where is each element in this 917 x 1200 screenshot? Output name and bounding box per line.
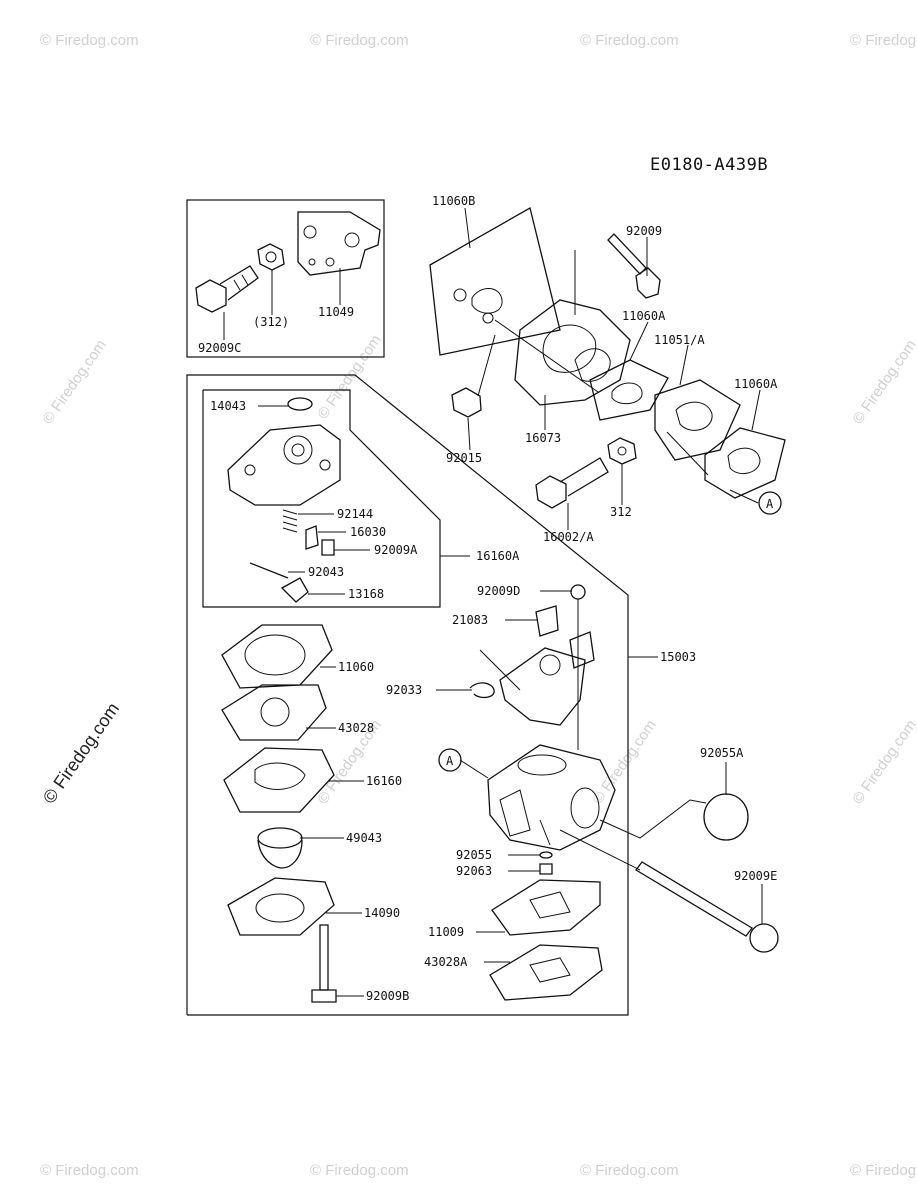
part-label: 11051/A [654,333,705,347]
watermark-main: © Firedog.com [39,699,123,807]
part-92009-bolt [607,233,661,299]
part-16002a-stud [535,457,609,509]
part-92043-pin [249,562,289,579]
part-11009-gasket [491,879,601,936]
part-label: (312) [253,315,289,329]
part-throttle-assy [499,631,595,726]
watermark: © Firedog.com [40,1162,139,1179]
box-fitting-kit [186,199,385,358]
part-11049-bracket [297,211,381,276]
part-11060a-gasket-2 [704,427,786,499]
part-label: 92009D [477,584,520,598]
watermark: © Firedog.com [849,717,917,808]
part-labels: 11060B 92009 11049 (312) 92009C 11060A 1… [198,194,778,1003]
part-label: 312 [610,505,632,519]
ref-marker-text: A [766,497,774,511]
part-16160-pump-cover [223,747,335,813]
watermark: © Firedog.com [310,1162,409,1179]
part-label: 16002/A [543,530,594,544]
part-label: 92055 [456,848,492,862]
part-92055-oring-small [539,851,553,859]
part-16160a-body [227,424,341,506]
part-312-nut-right [607,437,637,465]
part-label: 92009C [198,341,241,355]
box-repair-kit [202,389,441,608]
part-14043-cap [287,397,313,411]
part-16073-insulator [514,250,631,406]
part-92009b-screw [311,924,337,1003]
part-label: 49043 [346,831,382,845]
part-13168-lever [280,577,309,603]
part-label: 92063 [456,864,492,878]
watermark: © Firedog.com [589,717,659,808]
part-92009d-screw [570,584,586,615]
watermark: © Firedog.com [849,337,917,428]
part-label: 11060A [622,309,666,323]
part-label: 14043 [210,399,246,413]
part-label: 16160A [476,549,520,563]
part-label: 92015 [446,451,482,465]
part-92009e-bolt [635,861,779,953]
part-14090-cover [227,877,335,936]
part-11060-gasket [221,624,333,689]
part-label: 43028A [424,955,468,969]
watermark: © Firedog.com [40,32,139,49]
watermark: © Firedog.com [850,32,917,49]
part-label: 11049 [318,305,354,319]
part-label: 11060A [734,377,778,391]
part-label: 11060B [432,194,475,208]
part-92055a-oring [703,793,749,841]
part-label: 92043 [308,565,344,579]
diagram-code: E0180-A439B [650,155,768,175]
box-carburetor-assy [186,374,629,1016]
part-15003-carb-body [487,744,616,851]
part-label: 21083 [452,613,488,627]
part-21083-screw [535,605,559,637]
watermark: © Firedog.com [580,1162,679,1179]
part-11060b-gasket [429,207,561,356]
part-43028-diaphragm [221,684,327,741]
part-label: 92033 [386,683,422,697]
part-92009a-screw [321,539,335,556]
part-label: 92009B [366,989,409,1003]
part-label: 16030 [350,525,386,539]
part-16030-needle [305,525,319,550]
part-label: 11009 [428,925,464,939]
part-92015-nut [451,387,482,418]
part-92144-spring [282,509,298,533]
part-92063-screen [539,863,553,875]
part-label: 92009E [734,869,777,883]
part-label: 16073 [525,431,561,445]
ref-marker-text: A [446,754,454,768]
watermark: © Firedog.com [850,1162,917,1179]
watermark: © Firedog.com [39,337,109,428]
part-label: 16160 [366,774,402,788]
part-label: 11060 [338,660,374,674]
part-312-nut [257,243,285,271]
ref-marker-a-body: A [438,748,462,772]
part-label: 92055A [700,746,744,760]
part-label: 15003 [660,650,696,664]
part-11051a-spacer [654,379,741,461]
watermarks: © Firedog.com © Firedog.com © Firedog.co… [39,32,917,1179]
part-label: 14090 [364,906,400,920]
part-43028a-diaphragm [489,944,603,1001]
part-49043-primer-bulb [257,827,303,869]
part-92033-clip [469,682,495,699]
part-92009c-stud [195,265,259,313]
part-label: 92144 [337,507,373,521]
ref-marker-a-top: A [758,491,782,515]
part-label: 92009A [374,543,418,557]
part-label: 43028 [338,721,374,735]
watermark: © Firedog.com [580,32,679,49]
part-label: 13168 [348,587,384,601]
watermark: © Firedog.com [310,32,409,49]
part-label: 92009 [626,224,662,238]
leader-lines [223,207,763,997]
